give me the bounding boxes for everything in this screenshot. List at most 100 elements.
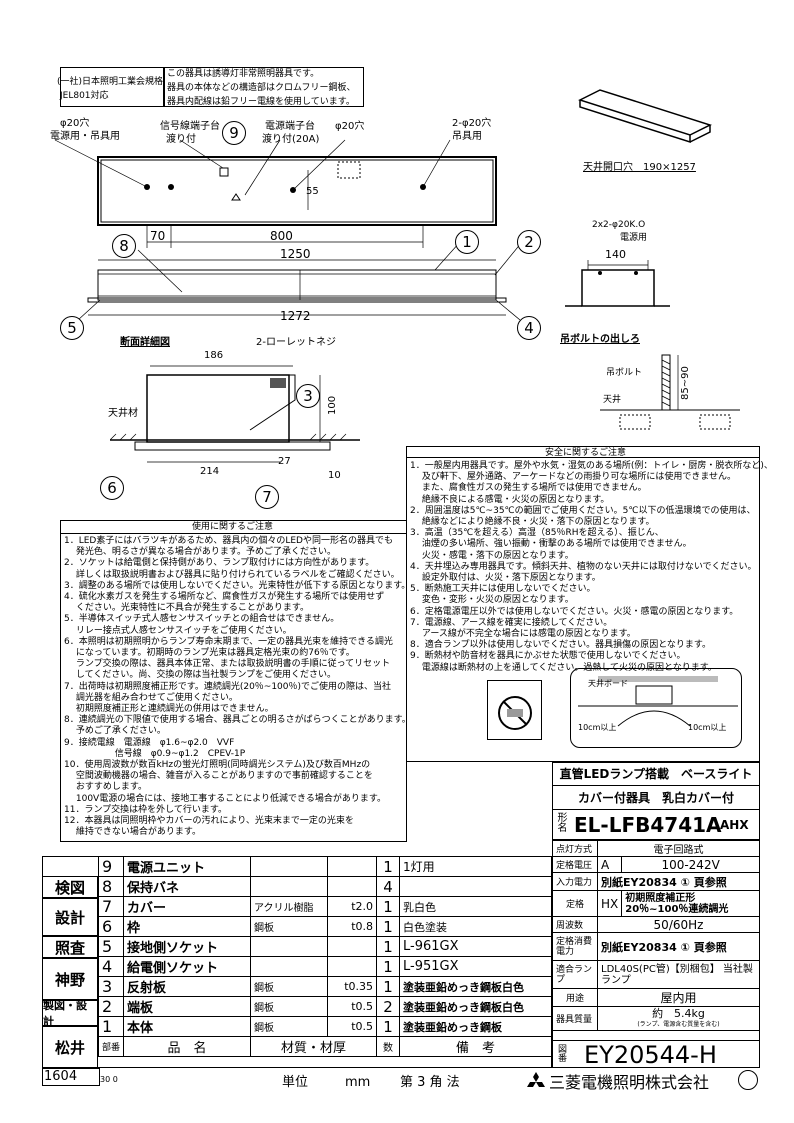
part-name: 給電側ソケット bbox=[123, 956, 252, 977]
usage-item: 11．ランプ交換は枠を外して行います。 bbox=[64, 804, 228, 815]
end-view-hole-use: 電源用 bbox=[620, 233, 648, 243]
terminal-signal-label: 信号線端子台 bbox=[160, 121, 220, 132]
part-name: 枠 bbox=[123, 916, 252, 937]
signature-draft-text: 製図・設計 bbox=[43, 999, 87, 1028]
part-note: 塗装亜鉛めっき鋼板白色 bbox=[399, 996, 552, 1017]
spec-value: 50/60Hz bbox=[597, 916, 760, 933]
part-no: 5 bbox=[97, 936, 125, 957]
top-view-drawing bbox=[54, 139, 520, 321]
header-qty: 数 bbox=[376, 1036, 401, 1057]
spec-value: 別紙EY20834 ① 頁参照 bbox=[597, 872, 760, 891]
header-note-2: 器具の本体などの構造部はクロムフリー鋼板、 bbox=[167, 83, 356, 93]
safety-item: 絶縁不良による感電・火災の原因となります。 bbox=[410, 494, 610, 505]
part-thickness bbox=[327, 936, 378, 957]
signature-check: 検図 bbox=[42, 876, 98, 898]
section-ceiling-material: 天井材 bbox=[108, 408, 138, 419]
part-name: 接地側ソケット bbox=[123, 936, 252, 957]
projection-label: 第 3 角 法 bbox=[400, 1075, 460, 1090]
usage-items: 1．LED素子にはバラツキがあるため、器具内の個々のLEDや同一形名の器具でも … bbox=[64, 536, 411, 838]
part-thickness: t0.8 bbox=[327, 916, 378, 937]
hole-center-label: φ20穴 bbox=[335, 121, 365, 132]
usage-item: 100V電源の場合には、接地工事することにより低減できる場合があります。 bbox=[64, 793, 386, 804]
terminal-power-sub: 渡り付(20A) bbox=[262, 134, 320, 145]
part-material bbox=[250, 856, 329, 877]
no-insulation-icon bbox=[498, 696, 532, 730]
part-qty: 1 bbox=[376, 976, 401, 997]
safety-item: 1．一般屋内用器具です。屋外や水気・湿気のある場所(例：トイレ・厨房・脱衣所など… bbox=[410, 461, 773, 471]
clearance-diagram bbox=[570, 668, 742, 748]
usage-item: 8．連続調光の下限値で使用する場合、器具ごとの明るさがばらつくことがあります。 bbox=[64, 715, 411, 726]
usage-item: おすすめします。 bbox=[64, 782, 147, 793]
usage-item: してください。尚、交換の際は当社製ランプをご使用ください。 bbox=[64, 670, 337, 681]
bolt-label: 吊ボルト bbox=[606, 368, 643, 378]
part-thickness: t0.5 bbox=[327, 996, 378, 1017]
signature-draft: 製図・設計 bbox=[42, 999, 98, 1028]
safety-item: 8．適合ランプ以外は使用しないでください。器具損傷の原因となります。 bbox=[410, 640, 712, 651]
safety-item: 5．断熱施工天井には使用しないでください。 bbox=[410, 584, 596, 595]
section-view-drawing bbox=[110, 365, 360, 463]
signature-design: 設計 bbox=[42, 898, 98, 936]
part-qty: 2 bbox=[376, 996, 401, 1017]
callout-9: 9 bbox=[222, 121, 246, 145]
dim-1250: 1250 bbox=[280, 247, 311, 261]
dim-1272: 1272 bbox=[280, 309, 311, 323]
parts-header-row: 部番 品 名 材質・材厚 数 備 考 bbox=[97, 1036, 552, 1057]
spec-code: HX bbox=[596, 890, 623, 917]
spec-value: 別紙EY20834 ① 頁参照 bbox=[597, 932, 760, 961]
usage-item: 予めご了承ください。 bbox=[64, 726, 166, 737]
part-qty: 1 bbox=[376, 916, 401, 937]
part-material: 鋼板 bbox=[250, 1016, 329, 1037]
part-no: 6 bbox=[97, 916, 125, 937]
bolt-ceiling-label: 天井 bbox=[603, 395, 622, 405]
part-note bbox=[399, 876, 552, 897]
usage-box bbox=[60, 520, 407, 842]
safety-item: 電源線は断熱材の上を通してください。過熱して火災の原因となります。 bbox=[410, 662, 717, 673]
terminal-signal-sub: 渡り付 bbox=[166, 134, 196, 145]
parts-row: 2 端板 鋼板 t0.5 2 塗装亜鉛めっき鋼板白色 bbox=[97, 996, 552, 1017]
usage-item: 空間波動機器の場合、雑音が入ることがありますので事前確認することを bbox=[64, 771, 373, 782]
signature-approve-text: 照査 bbox=[54, 938, 85, 957]
header-note-1: この器具は誘導灯非常照明器具です。 bbox=[167, 69, 320, 79]
part-thickness bbox=[327, 876, 378, 897]
end-view-holes: 2x2-φ20K.O bbox=[592, 220, 646, 230]
callout-5: 5 bbox=[60, 316, 84, 340]
part-note: L-951GX bbox=[399, 956, 552, 977]
part-note: 白色塗装 bbox=[399, 916, 552, 937]
iso-view-drawing bbox=[578, 89, 712, 144]
part-material bbox=[250, 936, 329, 957]
usage-item: 4．硫化水素ガスを発生する場所など、腐食性ガスが発生する場所では使用せず bbox=[64, 592, 385, 603]
usage-item: 6．本照明は初期照明からランプ寿命末期まで、一定の器具光束を維持できる調光 bbox=[64, 636, 393, 647]
part-name: 保持バネ bbox=[123, 876, 252, 897]
spec-label: 用途 bbox=[552, 988, 598, 1007]
safety-item: 及び軒下、屋外通路、アーケードなどの雨掛り可な場所には使用できません。 bbox=[410, 472, 737, 483]
header-part-no: 部番 bbox=[97, 1036, 125, 1057]
part-material: アクリル樹脂 bbox=[250, 896, 329, 917]
spec-value: 屋内用 bbox=[597, 988, 760, 1007]
stamp-box bbox=[42, 1068, 100, 1086]
usage-item: 5．半導体スイッチ式人感センサスイッチとの組合せはできません。 bbox=[64, 614, 340, 625]
signature-name-1: 神野 bbox=[42, 958, 98, 1000]
section-dim-27: 27 bbox=[278, 456, 291, 467]
ceiling-opening-label: 天井開口穴 190×1257 bbox=[583, 162, 696, 173]
product-line-2: カバー付器具 乳白カバー付 bbox=[552, 786, 760, 810]
safety-item: 絶縁などにより絶縁不良・火災・落下の原因となります。 bbox=[410, 517, 655, 528]
end-view-drawing bbox=[565, 260, 670, 307]
drawing-number-row: 図番 EY20544-H bbox=[552, 1040, 760, 1068]
usage-title: 使用に関するご注意 bbox=[192, 522, 274, 532]
clearance-drawing bbox=[578, 676, 738, 727]
part-name: 反射板 bbox=[123, 976, 252, 997]
signature-design-text: 設計 bbox=[54, 908, 85, 927]
bolt-dim: 85~90 bbox=[680, 366, 691, 400]
safety-item: 4．天井埋込み専用器具です。傾斜天井、植物のない天井には取付けないでください。 bbox=[410, 561, 757, 572]
header-note: 備 考 bbox=[399, 1036, 552, 1057]
section-dim-186: 186 bbox=[204, 350, 224, 361]
part-thickness bbox=[327, 956, 378, 977]
dim-70: 70 bbox=[150, 229, 166, 243]
safety-item: アース線が不完全な場合には感電の原因となります。 bbox=[410, 629, 636, 640]
spec-value: 100-242V bbox=[621, 856, 760, 873]
safety-item: 2．周囲温度は5℃~35℃の範囲でご使用ください。5℃以下の低温環境での使用は、 bbox=[410, 505, 756, 516]
callout-3: 3 bbox=[296, 384, 320, 408]
part-material: 鋼板 bbox=[250, 996, 329, 1017]
spec-table: 点灯方式 電子回路式 定格電圧 A 100-242V 入力電力 別紙EY2083… bbox=[552, 840, 760, 1031]
stamp-sub: 30 0 bbox=[100, 1075, 118, 1084]
